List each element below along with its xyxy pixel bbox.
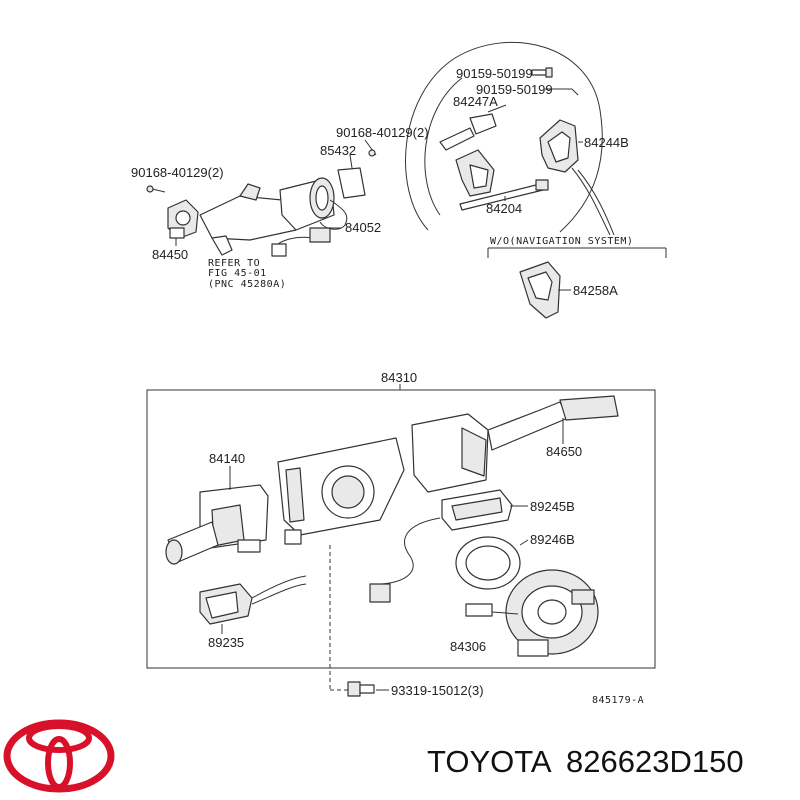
- connector-84052-icon: [271, 227, 331, 257]
- label-84258a: 84258A: [573, 283, 618, 298]
- label-90159-a: 90159-50199: [456, 66, 533, 81]
- label-84650: 84650: [546, 444, 582, 459]
- label-90159-b: 90159-50199: [476, 82, 553, 97]
- label-89235: 89235: [208, 635, 244, 650]
- label-nav-note: W/O(NAVIGATION SYSTEM): [490, 236, 633, 247]
- switch-84258a-icon: [519, 261, 561, 319]
- label-84247a: 84247A: [453, 94, 498, 109]
- module-89245b-icon: [441, 489, 513, 531]
- label-84204: 84204: [486, 201, 522, 216]
- label-84140: 84140: [209, 451, 245, 466]
- label-89246b: 89246B: [530, 532, 575, 547]
- toyota-logo: [3, 719, 115, 793]
- label-84052: 84052: [345, 220, 381, 235]
- steering-wheel-outline: [405, 41, 603, 233]
- switch-84244b-icon: [539, 119, 579, 173]
- assembly-84310-frame: [146, 389, 656, 669]
- bolt-icon: [531, 67, 553, 78]
- label-93319: 93319-15012(3): [391, 683, 484, 698]
- label-90168-right: 90168-40129(2): [336, 125, 429, 140]
- switch-84247a-icon: [439, 113, 497, 197]
- sensor-89235-icon: [199, 575, 307, 625]
- shaft-84204-icon: [459, 179, 549, 211]
- bolt-93319-icon: [347, 681, 375, 697]
- label-90168-left: 90168-40129(2): [131, 165, 224, 180]
- part-84450-icon: [167, 199, 199, 239]
- ring-89246b-icon: [455, 536, 521, 590]
- steering-wheel-inner: [424, 77, 463, 216]
- label-84244b: 84244B: [584, 135, 629, 150]
- switch-84140-icon: [165, 484, 269, 565]
- switch-84650-icon: [411, 395, 619, 493]
- figure-code: 845179-A: [592, 695, 644, 706]
- refer-line-3: (PNC 45280A): [208, 279, 286, 290]
- footer-brand: TOYOTA: [427, 744, 552, 779]
- label-84306: 84306: [450, 639, 486, 654]
- refer-line-1: REFER TO: [208, 258, 260, 269]
- connector-icon: [369, 583, 391, 603]
- label-84310: 84310: [381, 370, 417, 385]
- spiral-cable-84306-icon: [465, 569, 599, 657]
- column-assembly-icon: [199, 167, 366, 256]
- refer-line-2: FIG 45-01: [208, 268, 267, 279]
- label-85432: 85432: [320, 143, 356, 158]
- label-84450: 84450: [152, 247, 188, 262]
- label-89245b: 89245B: [530, 499, 575, 514]
- footer-part-number: 826623D150: [566, 744, 744, 779]
- switch-body-icon: [277, 437, 405, 545]
